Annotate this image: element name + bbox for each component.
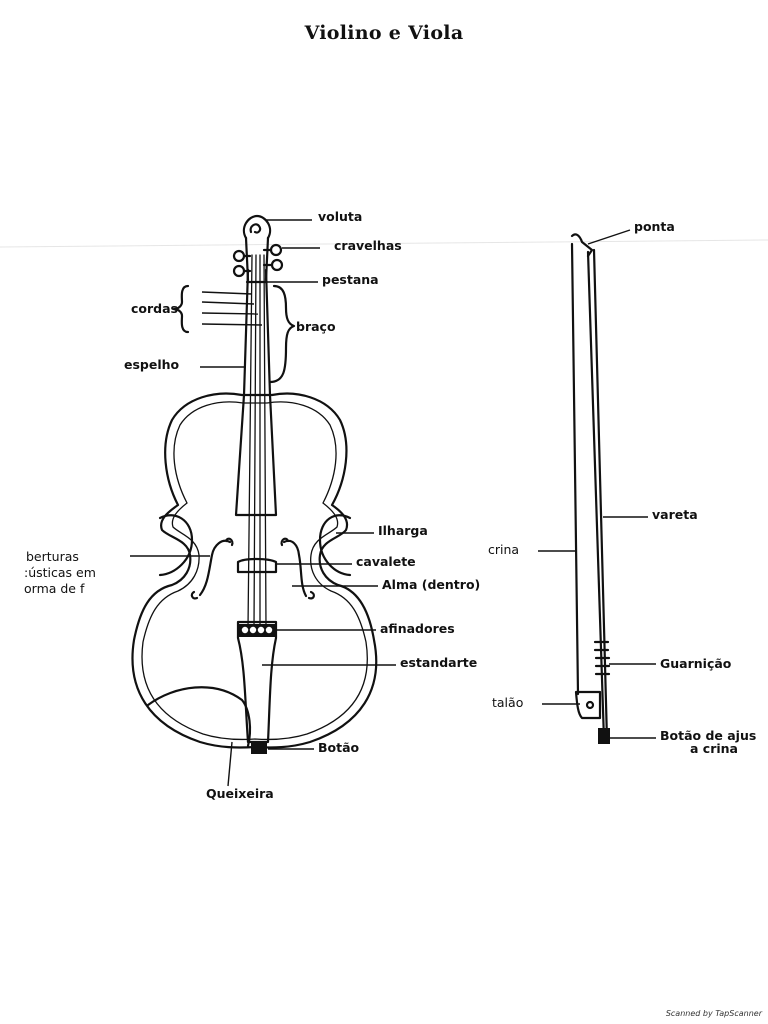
label-aberturas-line1: berturas [26,549,79,564]
violin-fine-tuners [238,624,276,637]
violin-c-bout-left [158,514,194,577]
label-pestana: pestana [322,272,379,287]
bow-screw-button [598,728,610,744]
page-title: Violino e Viola [304,22,464,44]
label-espelho: espelho [124,357,180,372]
bow-leader-lines [538,229,656,739]
violin-f-hole-right [280,537,315,600]
label-botao-ajuste-line2: a crina [690,741,738,756]
violin-scroll [242,214,272,240]
violin-f-hole-left [190,537,234,600]
scanner-footer: Scanned by TapScanner [665,1009,762,1018]
violin-pegs [232,243,284,278]
violin-string-1 [247,254,253,629]
violin-fingerboard [234,393,278,517]
label-braco: braço [296,319,336,334]
violin-leader-lines [130,219,396,787]
label-voluta: voluta [318,209,363,224]
bow-frog [574,690,602,720]
bow-hair [570,242,580,696]
violin-drawing [131,214,378,754]
label-afinadores: afinadores [380,621,455,636]
violin-bridge [236,557,278,574]
label-queixeira: Queixeira [206,786,274,801]
scan-artifact-line [0,239,768,248]
label-vareta: vareta [652,507,698,522]
label-talao: talão [492,695,524,710]
label-botao-ajuste-line1: Botão de ajus [660,728,757,743]
label-aberturas-line3: orma de f [24,581,85,596]
cordas-brace [172,284,190,334]
label-cravelhas: cravelhas [334,238,402,253]
violin-end-button [251,742,267,754]
violin-pegbox [244,236,270,282]
label-aberturas-line2: :ústicas em [24,565,96,580]
label-estandarte: estandarte [400,655,478,670]
label-cordas: cordas [131,301,178,316]
violin-tailpiece [236,620,278,744]
label-crina: crina [488,542,520,557]
label-alma: Alma (dentro) [382,577,481,592]
violin-chinrest [146,686,252,748]
bow-drawing [570,233,611,744]
label-cavalete: cavalete [356,554,416,569]
violin-string-2 [253,254,257,629]
label-botao: Botão [318,740,360,755]
label-guarnicao: Guarnição [660,656,732,671]
violin-c-bout-right [318,514,352,577]
violin-string-4 [263,254,267,629]
violin-neck [242,268,272,397]
bow-wrapping [593,640,611,676]
bow-tip [570,233,594,258]
label-ilharga: Ilharga [378,523,428,538]
braco-brace [268,284,296,384]
bow-frog-eye [585,700,595,710]
label-ponta: ponta [634,219,675,234]
